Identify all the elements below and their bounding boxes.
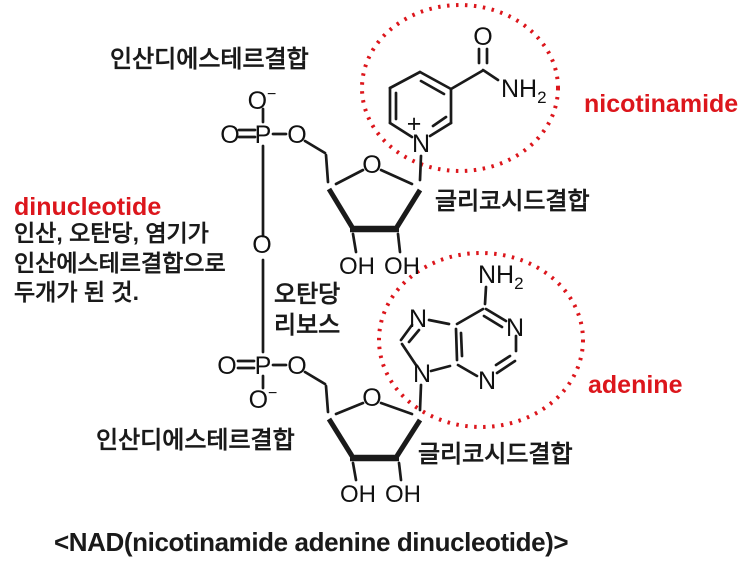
bond-line: [397, 461, 403, 482]
bond-line: [418, 70, 453, 91]
atom-n1: N: [506, 314, 524, 342]
atom-n7: N: [409, 305, 427, 333]
bond-line: [482, 314, 504, 329]
atom-oh-2-left: OH: [340, 481, 376, 508]
atom-amide-o: O: [473, 23, 492, 51]
bond-line: [400, 342, 418, 367]
bond-line: [428, 121, 453, 138]
atom-p-2: P: [255, 352, 272, 380]
bond-line: [484, 307, 508, 323]
adenine-label: adenine: [588, 371, 683, 399]
atom-ring-o-2: O: [362, 384, 381, 412]
atom-o-minus-1: O−: [248, 86, 277, 115]
bond-line: [427, 318, 451, 326]
nicotinamide-label: nicotinamide: [584, 90, 739, 118]
atom-ring-o-1: O: [362, 151, 381, 179]
bond-line: [388, 121, 414, 139]
bond-line: [388, 70, 422, 90]
atom-o-left-2: O: [217, 352, 236, 380]
bond-line: [326, 187, 355, 229]
dinucleotide-desc-line3: 두개가 된 것.: [14, 279, 139, 305]
oxygen-atom: O: [249, 386, 268, 414]
atom-p-1: P: [255, 121, 272, 149]
dinucleotide-label: dinucleotide: [14, 193, 162, 221]
atom-o-bridge: O: [252, 231, 271, 259]
bond-line: [399, 323, 414, 342]
nicotinamide-circle: [360, 3, 560, 173]
bond-line: [455, 307, 485, 326]
phosphodiester-bond-label-top: 인산디에스테르결합: [110, 46, 309, 73]
bond-line: [459, 331, 464, 358]
bond-line: [431, 115, 448, 128]
bond-line: [351, 461, 358, 482]
bond-line: [481, 68, 500, 82]
bond-line: [394, 188, 423, 229]
atom-oh-2-right: OH: [385, 481, 421, 508]
bond-line: [495, 359, 517, 375]
bond-line: [419, 79, 446, 96]
bond-lines: [236, 47, 518, 482]
atom-labels: O− O P O O O OH OH N + O NH2 O P O O− O …: [217, 23, 546, 508]
subscript-2: 2: [514, 274, 523, 293]
dinucleotide-desc-line2: 인산에스테르결합으로: [14, 249, 226, 276]
atom-o-right-1: O: [287, 121, 306, 149]
bond-line: [456, 363, 479, 378]
bond-line: [334, 168, 365, 186]
bond-line: [379, 401, 414, 416]
glycosidic-bond-label-bottom: 글리코시드결합: [418, 441, 573, 468]
bond-line: [449, 69, 484, 91]
bond-line: [454, 327, 459, 362]
pentose-line2: 리보스: [274, 312, 341, 339]
bond-line: [379, 168, 414, 186]
glycosidic-bond-label-top: 글리코시드결합: [435, 188, 590, 215]
bond-line: [351, 232, 358, 254]
nh-atoms: NH: [478, 261, 514, 289]
bond-line: [394, 418, 423, 458]
atom-n-pyridinium: N: [412, 130, 430, 158]
bond-line: [303, 139, 327, 155]
oxygen-atom: O: [248, 87, 267, 115]
bond-line: [483, 285, 488, 306]
pentose-ribose-label: 오탄당 리보스: [274, 279, 340, 341]
bond-line: [418, 383, 423, 412]
bond-line: [429, 364, 452, 373]
atom-oh-1-right: OH: [384, 253, 420, 280]
minus-charge: −: [268, 385, 277, 402]
bond-line: [324, 153, 330, 184]
bond-line: [494, 354, 512, 367]
atom-n9: N: [413, 360, 431, 388]
bond-line: [418, 154, 423, 182]
subscript-2: 2: [537, 88, 546, 107]
bond-line: [334, 401, 365, 416]
figure-caption: <NAD(nicotinamide adenine dinucleotide)>: [54, 527, 569, 557]
atom-n3: N: [478, 367, 496, 395]
atom-oh-1-left: OH: [339, 253, 375, 280]
bond-line: [326, 417, 355, 458]
atom-o-left-1: O: [220, 121, 239, 149]
dinucleotide-desc-line1: 인산, 오탄당, 염기가: [14, 220, 209, 246]
atom-adenine-nh2: NH2: [478, 261, 524, 293]
pentose-line1: 오탄당: [274, 281, 341, 308]
minus-charge: −: [267, 86, 276, 103]
atom-o-right-2: O: [287, 352, 306, 380]
adenine-circle: [377, 251, 585, 429]
bond-line: [303, 370, 327, 386]
bond-line: [396, 232, 402, 254]
plus-charge: +: [407, 110, 422, 138]
atom-o-minus-2: O−: [249, 385, 278, 414]
phosphodiester-bond-label-bottom: 인산디에스테르결합: [96, 427, 295, 454]
dinucleotide-description: 인산, 오탄당, 염기가 인산에스테르결합으로 두개가 된 것.: [14, 219, 226, 308]
bond-line: [407, 328, 421, 344]
atom-amide-nh2: NH2: [501, 75, 547, 107]
nh-atoms: NH: [501, 75, 537, 103]
bond-line: [324, 384, 330, 414]
